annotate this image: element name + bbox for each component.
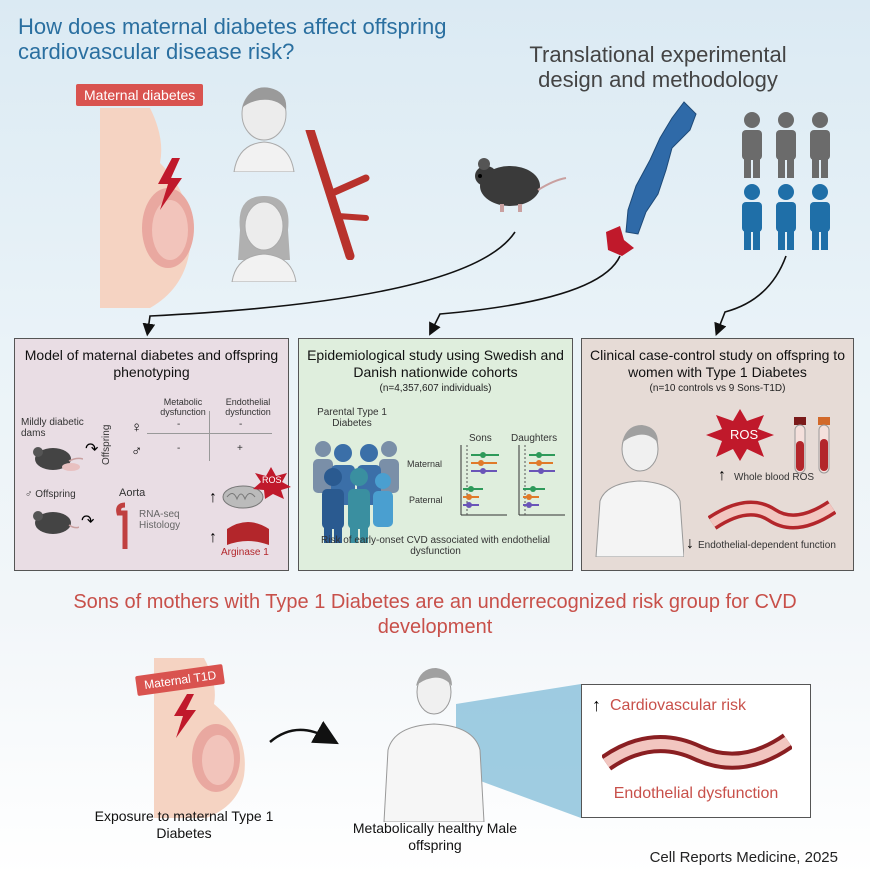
sons-label: Sons [469, 433, 492, 444]
dams-label: Mildly diabetic dams [21, 417, 84, 439]
main-question-title: How does maternal diabetes affect offspr… [18, 14, 447, 64]
endothelial-dysfunction-label: Endothelial dysfunction [613, 785, 779, 802]
arrow-icon: ↷ [85, 441, 99, 458]
male-offspring-label: ♂ Offspring [25, 489, 76, 500]
col-endothelial: Endothelial dysfunction [225, 397, 271, 417]
paternal-label: Paternal [409, 495, 443, 505]
man-icon [383, 668, 485, 822]
ros-label: ROS [730, 427, 759, 442]
ros-burst-icon [253, 467, 291, 499]
arrow-icon: ↷ [81, 513, 95, 530]
male-symbol: ♂ [131, 443, 143, 460]
sweden-map-icon [606, 101, 697, 256]
cv-risk-label: Cardiovascular risk [610, 697, 747, 714]
risk-caption: Risk of early-onset CVD associated with … [321, 535, 550, 557]
up-arrow-icon: ↑ [209, 529, 217, 546]
panel-right-title: Clinical case-control study on offspring… [590, 347, 845, 380]
panel-left-title: Model of maternal diabetes and offspring… [24, 347, 279, 380]
arginase-label: Arginase 1 [221, 547, 269, 558]
blood-vessel-icon [305, 130, 370, 260]
maternal-label: Maternal [407, 459, 443, 469]
daughters-label: Daughters [511, 433, 558, 444]
grid-v [209, 411, 210, 461]
connector-arrows [142, 231, 787, 337]
female-endothelial: - [239, 419, 243, 430]
ros-label: ROS [262, 475, 282, 485]
cohort-size: (n=4,357,607 individuals) [379, 383, 492, 394]
blood-tube-icon [794, 417, 830, 474]
clinical-n: (n=10 controls vs 9 Sons-T1D) [649, 383, 786, 394]
citation: Cell Reports Medicine, 2025 [649, 849, 838, 866]
exposure-label: Exposure to maternal Type 1 Diabetes [94, 808, 274, 841]
risk-outcome-box: ↑ Cardiovascular risk Endothelial dysfun… [581, 684, 811, 818]
up-arrow-icon: ↑ [592, 695, 601, 715]
blood-vessel-icon [602, 733, 792, 771]
blood-vessel-icon [708, 500, 836, 530]
ros-burst-icon [706, 409, 774, 461]
aorta-label: Aorta [119, 487, 146, 499]
male-offspring-label: Metabolically healthy Male offspring [352, 820, 518, 853]
mouse-icon [33, 511, 79, 534]
arginase-icon [227, 522, 269, 545]
panel-epidemiology: Epidemiological study using Swedish and … [298, 338, 573, 571]
up-arrow-icon: ↑ [718, 467, 726, 484]
whole-blood-label: Whole blood ROS [734, 472, 815, 483]
forest-plot [460, 445, 565, 516]
endothelial-label: Endothelial-dependent function [698, 540, 836, 551]
conclusion-text: Sons of mothers with Type 1 Diabetes are… [73, 591, 797, 638]
panel-mouse-model: Model of maternal diabetes and offspring… [14, 338, 291, 571]
people-icon [742, 112, 830, 250]
male-endothelial: + [237, 443, 243, 454]
pregnant-woman-icon [100, 108, 194, 308]
mouse-icon [475, 158, 567, 212]
aorta-icon [116, 502, 128, 549]
male-metabolic: - [177, 443, 181, 454]
mouse-icon [33, 447, 83, 471]
col-metabolic: Metabolic dysfunction [160, 397, 206, 417]
design-heading: Translational experimental design and me… [529, 42, 787, 92]
boy-face-icon [233, 87, 295, 172]
up-arrow-icon: ↑ [209, 489, 217, 506]
mitochondria-icon [222, 485, 264, 509]
pregnant-woman-icon [154, 658, 245, 818]
parental-label: Parental Type 1 Diabetes [317, 407, 387, 429]
panel-clinical-study: Clinical case-control study on offspring… [581, 338, 854, 571]
people-icon [313, 441, 399, 543]
arrow-icon [269, 720, 339, 745]
man-icon [595, 425, 684, 557]
female-metabolic: - [177, 419, 181, 430]
panel-middle-title: Epidemiological study using Swedish and … [307, 347, 564, 380]
female-symbol: ♀ [131, 419, 143, 436]
down-arrow-icon: ↓ [686, 535, 694, 552]
lightning-icon [158, 158, 182, 210]
maternal-diabetes-tag: Maternal diabetes [76, 84, 204, 106]
methods-label: RNA-seq Histology [139, 509, 181, 531]
girl-face-icon [231, 196, 297, 282]
lightning-icon [174, 694, 196, 738]
